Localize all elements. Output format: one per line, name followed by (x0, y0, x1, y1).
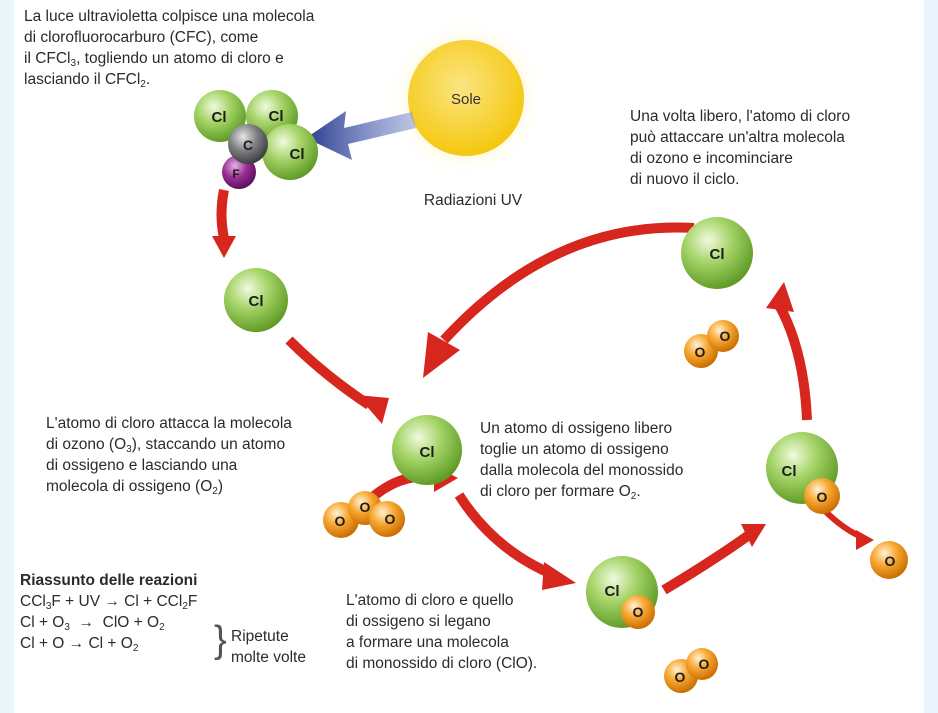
atom-label-cl: Cl (290, 146, 305, 163)
arrowhead-8 (856, 530, 874, 550)
step5-text: Una volta libero, l'atomo di cloro può a… (630, 106, 850, 190)
step2-text: L'atomo di cloro attacca la molecola di … (46, 413, 292, 497)
atom-label-o: O (885, 553, 896, 569)
atom-label-o: O (720, 328, 731, 344)
step3-line3: a formare una molecola (346, 634, 509, 651)
atom-label-o: O (699, 656, 710, 672)
step4-line1: Un atomo di ossigeno libero (480, 420, 673, 437)
arrow-cl-to-center (285, 336, 372, 410)
step1-line2: di clorofluorocarburo (CFC), come (24, 29, 259, 46)
step1-line1: La luce ultravioletta colpisce una molec… (24, 8, 315, 25)
step2-line3: di ossigeno e lasciando una (46, 457, 238, 474)
free-oxygen-atom: O (870, 541, 908, 579)
step3-line2: di ossigeno si legano (346, 613, 491, 630)
oxygen-atom (707, 320, 739, 352)
summary-note: Ripetute molte volte (231, 626, 306, 668)
uv-caption: Radiazioni UV (424, 192, 523, 209)
atom-label-cl: Cl (710, 246, 725, 263)
step1-text: La luce ultravioletta colpisce una molec… (24, 6, 314, 90)
arrowhead-5 (542, 562, 576, 590)
reaction-3: Cl + O → Cl + O2 (20, 635, 139, 654)
arrow-cycle-return (440, 222, 695, 344)
oxygen-molecule: O O (664, 648, 718, 693)
summary-note-line2: molte volte (231, 649, 306, 666)
atom-label-cl: Cl (212, 109, 227, 126)
atom-label-cl: Cl (420, 444, 435, 461)
summary-note-line1: Ripetute (231, 628, 289, 645)
atom-label-o: O (633, 604, 644, 620)
oxygen-atom (686, 648, 718, 680)
atom-label-cl: Cl (782, 463, 797, 480)
step4-line2: toglie un atomo di ossigeno (480, 441, 669, 458)
step1-line4: lasciando il CFCl2. (24, 71, 151, 90)
step4-text: Un atomo di ossigeno libero toglie un at… (480, 418, 683, 502)
reaction-2: Cl + O3 → ClO + O2 (20, 614, 165, 633)
chlorine-atom (224, 268, 288, 332)
reaction-arrows (216, 189, 866, 595)
clo-molecule-right: Cl O (766, 432, 840, 514)
atom-label-o: O (385, 511, 396, 527)
step4-line3: dalla molecola del monossido (480, 462, 684, 479)
atom-label-o: O (695, 344, 706, 360)
oxygen-atom (870, 541, 908, 579)
uv-arrow (306, 111, 416, 160)
arrowhead-6 (741, 524, 766, 547)
atom-label-o: O (675, 669, 686, 685)
clo-molecule: Cl O (586, 556, 658, 629)
cfc-chlorine-atom (194, 90, 246, 142)
arrowhead-7 (766, 282, 794, 312)
step5-line3: di ozono e incominciare (630, 150, 793, 167)
step1-line3: il CFCl3, togliendo un atomo di cloro e (24, 50, 284, 69)
arrow-clo-to-right (661, 530, 752, 595)
sun-disc (408, 40, 524, 156)
step3-line1: L'atomo di cloro e quello (346, 592, 514, 609)
step5-line4: di nuovo il ciclo. (630, 171, 740, 188)
arrowheads (212, 236, 874, 590)
oxygen-molecule-right: O O (684, 320, 739, 368)
atom-label-f: F (232, 167, 239, 181)
diagram-canvas: Sole Radiazioni UV (14, 0, 924, 713)
chlorine-atom (392, 415, 462, 485)
chlorine-atom-freed: Cl (224, 268, 288, 332)
chlorine-atom-center: Cl (392, 415, 462, 485)
arrow-center-to-clo (454, 492, 556, 580)
chlorine-atom (681, 217, 753, 289)
step5-line1: Una volta libero, l'atomo di cloro (630, 108, 851, 125)
oxygen-atom (621, 595, 655, 629)
step2-line1: L'atomo di cloro attacca la molecola (46, 415, 292, 432)
ozone-cycle-diagram: Sole Radiazioni UV (194, 18, 908, 693)
atom-label-o: O (335, 513, 346, 529)
oxygen-atom (804, 478, 840, 514)
atom-label-c: C (243, 137, 253, 153)
cfc-chlorine-atom (262, 124, 318, 180)
step3-text: L'atomo di cloro e quello di ossigeno si… (346, 590, 537, 674)
arrowhead-2 (357, 395, 389, 424)
sun: Sole (386, 18, 546, 178)
arrow-right-to-top (774, 302, 812, 421)
step3-line4: di monossido di cloro (ClO). (346, 655, 538, 672)
atom-label-cl: Cl (269, 108, 284, 125)
oxygen-atom (369, 501, 405, 537)
arrowhead-1 (212, 236, 236, 258)
step2-line2: di ozono (O3), staccando un atomo (46, 436, 286, 455)
sun-label: Sole (451, 91, 481, 108)
carbon-atom (228, 124, 268, 164)
arrowhead-3 (423, 332, 460, 378)
atom-label-cl: Cl (249, 293, 264, 310)
reaction-1: CCl3F + UV → Cl + CCl2F (20, 593, 198, 612)
step2-line4: molecola di ossigeno (O2) (46, 478, 224, 497)
reaction-summary: Riassunto delle reazioni CCl3F + UV → Cl… (20, 570, 197, 654)
atom-label-cl: Cl (605, 583, 620, 600)
ozone-molecule: O O O (323, 491, 405, 538)
step4-line4: di cloro per formare O2. (480, 483, 641, 502)
atom-label-o: O (817, 489, 828, 505)
atom-label-o: O (360, 499, 371, 515)
summary-brace: } (214, 619, 227, 661)
cfc-molecule: Cl Cl Cl C F (194, 90, 318, 189)
step5-line2: può attaccare un'altra molecola (630, 129, 845, 146)
arrow-cfc-to-cl (216, 189, 229, 240)
summary-title: Riassunto delle reazioni (20, 572, 198, 589)
chlorine-atom-top-right: Cl (681, 217, 753, 289)
